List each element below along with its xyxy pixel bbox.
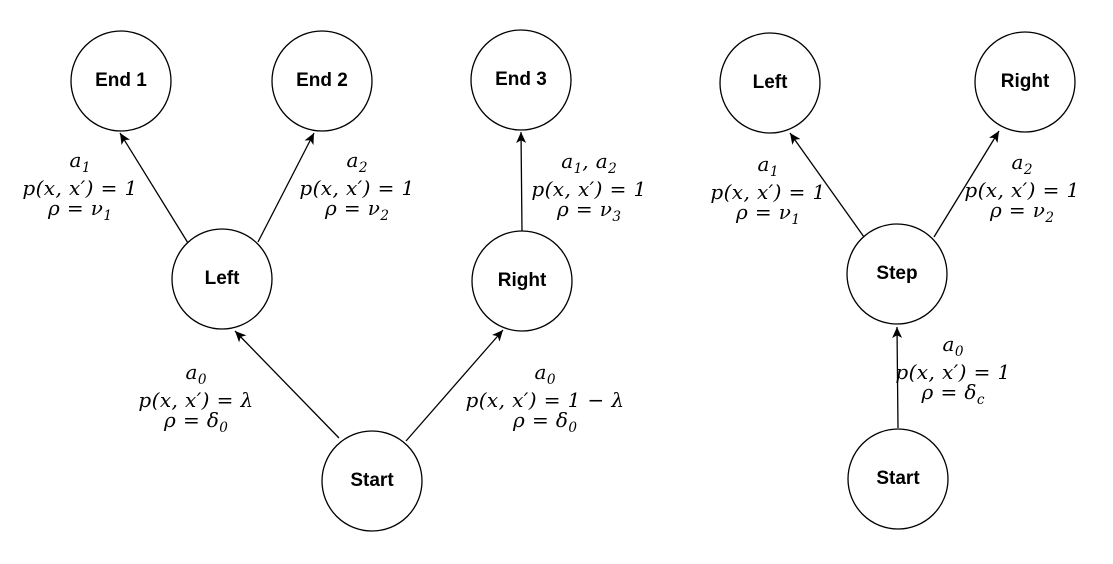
reward-line: ρ = ν1 [735, 200, 801, 228]
reward-line: ρ = δc [921, 380, 985, 408]
transition-probability-line: p(x, x′) = 1 [299, 176, 415, 200]
node-left2-circle [719, 32, 821, 134]
node-start2-circle [847, 428, 949, 530]
transition-probability-line: p(x, x′) = 1 [964, 178, 1080, 202]
node-right2-label: Right [1000, 71, 1050, 92]
edge-step-to-right2 [933, 130, 1000, 238]
node-end3-label: End 3 [495, 69, 547, 90]
reward-line: ρ = ν2 [324, 196, 390, 224]
reward-line: ρ = ν1 [47, 196, 113, 224]
reward-line: ρ = ν3 [556, 197, 622, 225]
edge-start-to-left [234, 330, 340, 439]
node-start-circle [321, 430, 423, 532]
action-line: a2 [1011, 150, 1033, 178]
node-left2-label: Left [752, 72, 788, 93]
reward-line: ρ = δ0 [513, 408, 577, 436]
transition-probability-line: p(x, x′) = 1 [895, 360, 1011, 384]
edge-step-to-left2 [789, 132, 865, 238]
edge-right-to-end3 [516, 131, 527, 233]
node-left-label: Left [204, 268, 240, 289]
node-right2-circle [974, 31, 1076, 133]
action-line: a1, a2 [561, 149, 617, 177]
node-end1-label: End 1 [95, 70, 147, 91]
node-end1-circle [70, 30, 172, 132]
edges-layer [119, 130, 1000, 442]
node-end2-label: End 2 [296, 70, 348, 91]
edge-left-to-end1 [119, 132, 189, 244]
transition-probability-line: p(x, x′) = 1 − λ [465, 388, 625, 412]
action-line: a1 [757, 152, 779, 180]
edge-start-to-right [405, 329, 504, 442]
transition-probability-line: p(x, x′) = 1 [531, 177, 647, 201]
action-line: a0 [534, 360, 556, 388]
node-end3-circle [470, 29, 572, 131]
node-start2-label: Start [876, 468, 920, 489]
node-right-label: Right [497, 270, 547, 291]
transition-probability-line: p(x, x′) = 1 [22, 176, 138, 200]
reward-line: ρ = ν2 [989, 198, 1055, 226]
node-left-circle [171, 228, 273, 330]
node-step-circle [846, 223, 948, 325]
action-line: a0 [185, 360, 207, 388]
action-line: a0 [942, 332, 964, 360]
node-right-circle [471, 230, 573, 332]
action-line: a2 [346, 148, 368, 176]
edge-start2-to-step [892, 326, 903, 429]
node-step-label: Step [876, 263, 918, 284]
action-line: a1 [69, 148, 91, 176]
nodes-layer [70, 29, 1076, 532]
reward-line: ρ = δ0 [164, 408, 228, 436]
transition-probability-line: p(x, x′) = 1 [710, 180, 826, 204]
edge-left-to-end2 [257, 132, 315, 243]
node-start-label: Start [350, 470, 394, 491]
transition-probability-line: p(x, x′) = λ [138, 388, 254, 412]
node-end2-circle [271, 30, 373, 132]
